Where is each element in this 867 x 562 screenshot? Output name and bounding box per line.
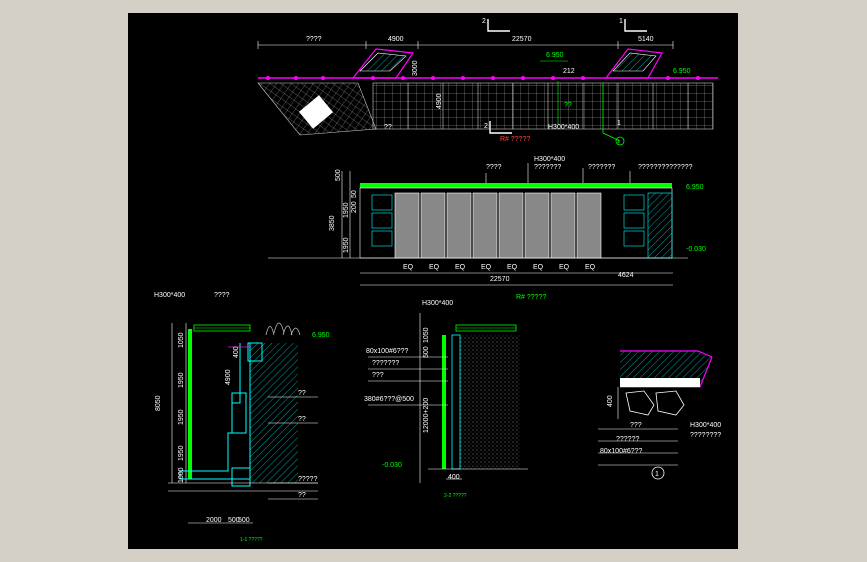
section-1-bottom-dim: 500	[228, 517, 240, 524]
plan-callout: 1	[617, 139, 620, 145]
section-1-view: H300*400 ???? 6.950 8050 1050 1950 1950 …	[154, 292, 330, 543]
plan-caption: R# ?????	[500, 136, 530, 143]
elevation-note-4: ??????????????	[638, 164, 693, 171]
section-2-note: 80x100#6???	[366, 348, 409, 355]
detail-note: ???	[630, 422, 642, 429]
elevation-bay-label: EQ	[403, 264, 414, 271]
plan-elev-a: 6.950	[546, 52, 564, 59]
elevation-bay-label: EQ	[455, 264, 466, 271]
section-1-note: ??	[298, 390, 306, 397]
elevation-left-dim: 200	[351, 201, 358, 213]
elevation-bay-label: EQ	[533, 264, 544, 271]
section-2-beam: H300*400	[422, 300, 453, 307]
detail-note: ??????	[616, 436, 639, 443]
section-1-left-dim: 1950	[178, 445, 185, 461]
section-1-height-total: 8050	[155, 395, 162, 411]
elevation-note-1: ????	[486, 164, 502, 171]
section-1-elev: 6.950	[312, 332, 330, 339]
plan-note-a: ??	[384, 124, 392, 131]
section-1-note: ??	[298, 492, 306, 499]
section-1-beam: H300*400	[154, 292, 185, 299]
plan-elev-b: 6.950	[673, 68, 691, 75]
section-1-left-dim: 1000	[178, 467, 185, 483]
elevation-left-dim: 50	[351, 190, 358, 198]
elevation-bay-label: EQ	[585, 264, 596, 271]
detail-callout: 1	[655, 471, 659, 478]
section-1-left-dim: 1950	[178, 372, 185, 388]
section-1-inner-dim: 400	[233, 346, 240, 358]
plan-slope: 212	[563, 68, 575, 75]
section-2-view: H300*400 80x100#6??? ??????? ??? 380#6??…	[364, 300, 528, 499]
section-1-note-top: ????	[214, 292, 230, 299]
elevation-view: H300*400 ???? ??????? ??????? ??????????…	[268, 156, 706, 301]
elevation-note-3: ???????	[588, 164, 615, 171]
elevation-beam: H300*400	[534, 156, 565, 163]
section-1-left-dim: 1950	[178, 409, 185, 425]
plan-height-a: 3000	[412, 60, 419, 76]
detail-note: 80x100#6???	[600, 448, 643, 455]
section-1-bottom-dim: 500	[238, 517, 250, 524]
elevation-note-2: ???????	[534, 164, 561, 171]
section-1-note: ?????	[298, 476, 318, 483]
elevation-bay-label: EQ	[481, 264, 492, 271]
section-2-note: 380#6???@500	[364, 396, 414, 403]
section-1-left-dim: 1050	[178, 332, 185, 348]
section-2-dim: 500	[423, 346, 430, 358]
section-2-elev: -0.030	[382, 462, 402, 469]
elevation-left-dim: 1950	[343, 237, 350, 253]
cad-drawing-viewport[interactable]: ???? 4900 22570 5140 6.950 6.950 3000 49…	[128, 13, 738, 549]
section-1-caption: 1-1 ?????	[240, 537, 263, 543]
plan-dim-mid: 22570	[512, 36, 532, 43]
plan-note-b: ??	[564, 102, 572, 109]
plan-view: ???? 4900 22570 5140 6.950 6.950 3000 49…	[257, 18, 718, 146]
section-1-inner-dim: 4900	[225, 369, 232, 385]
elevation-right-dim: 4624	[618, 272, 634, 279]
detail-dim: 400	[607, 395, 614, 407]
section-mark-2-top: 2	[482, 18, 486, 25]
elevation-total-dim: 22570	[490, 276, 510, 283]
plan-title-label: ????	[306, 36, 322, 43]
section-mark-1-bottom: 1	[617, 120, 621, 127]
elevation-left-dim: 3850	[329, 215, 336, 231]
section-2-note: ???	[372, 372, 384, 379]
section-mark-2-bottom: 2	[484, 123, 488, 130]
section-2-dim: 1050	[423, 327, 430, 343]
elevation-elev-bottom: -0.030	[686, 246, 706, 253]
section-2-bottom-dim: 400	[448, 474, 460, 481]
detail-1-view: 400 H300*400 ??? ???????? ?????? 80x100#…	[598, 350, 721, 480]
plan-height-b: 4900	[436, 93, 443, 109]
detail-note: ????????	[690, 432, 721, 439]
section-1-bottom-dim: 2000	[206, 517, 222, 524]
cad-drawing-canvas: ???? 4900 22570 5140 6.950 6.950 3000 49…	[154, 18, 721, 543]
elevation-left-dim: 1950	[343, 202, 350, 218]
detail-beam: H300*400	[690, 422, 721, 429]
section-mark-1-top: 1	[619, 18, 623, 25]
elevation-bay-label: EQ	[559, 264, 570, 271]
elevation-bay-label: EQ	[429, 264, 440, 271]
section-2-caption: 2-2 ?????	[444, 493, 467, 499]
elevation-caption: R# ?????	[516, 294, 546, 301]
plan-beam: H300*400	[548, 124, 579, 131]
section-1-note: ??	[298, 416, 306, 423]
elevation-bay-label: EQ	[507, 264, 518, 271]
elevation-left-dim: 500	[335, 169, 342, 181]
elevation-elev-top: 6.950	[686, 184, 704, 191]
section-2-note: ???????	[372, 360, 399, 367]
plan-dim-left: 4900	[388, 36, 404, 43]
section-2-dim: 12000+200	[423, 398, 430, 433]
plan-dim-right: 5140	[638, 36, 654, 43]
